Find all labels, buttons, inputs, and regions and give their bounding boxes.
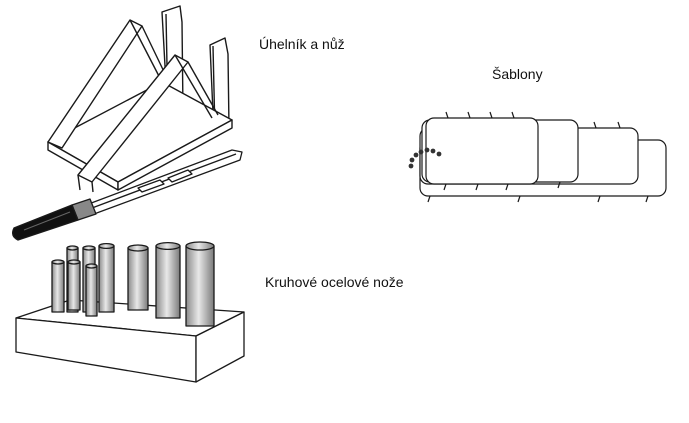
angle-tool-icon: [47, 5, 233, 193]
knife-icon: [12, 149, 243, 241]
label-angle-and-knife: Úhelník a nůž: [259, 36, 345, 52]
label-templates: Šablony: [492, 66, 543, 82]
knife-set-icon: [15, 241, 245, 383]
templates-icon: [408, 111, 667, 203]
label-circular-steel-knives: Kruhové ocelové nože: [265, 274, 404, 290]
